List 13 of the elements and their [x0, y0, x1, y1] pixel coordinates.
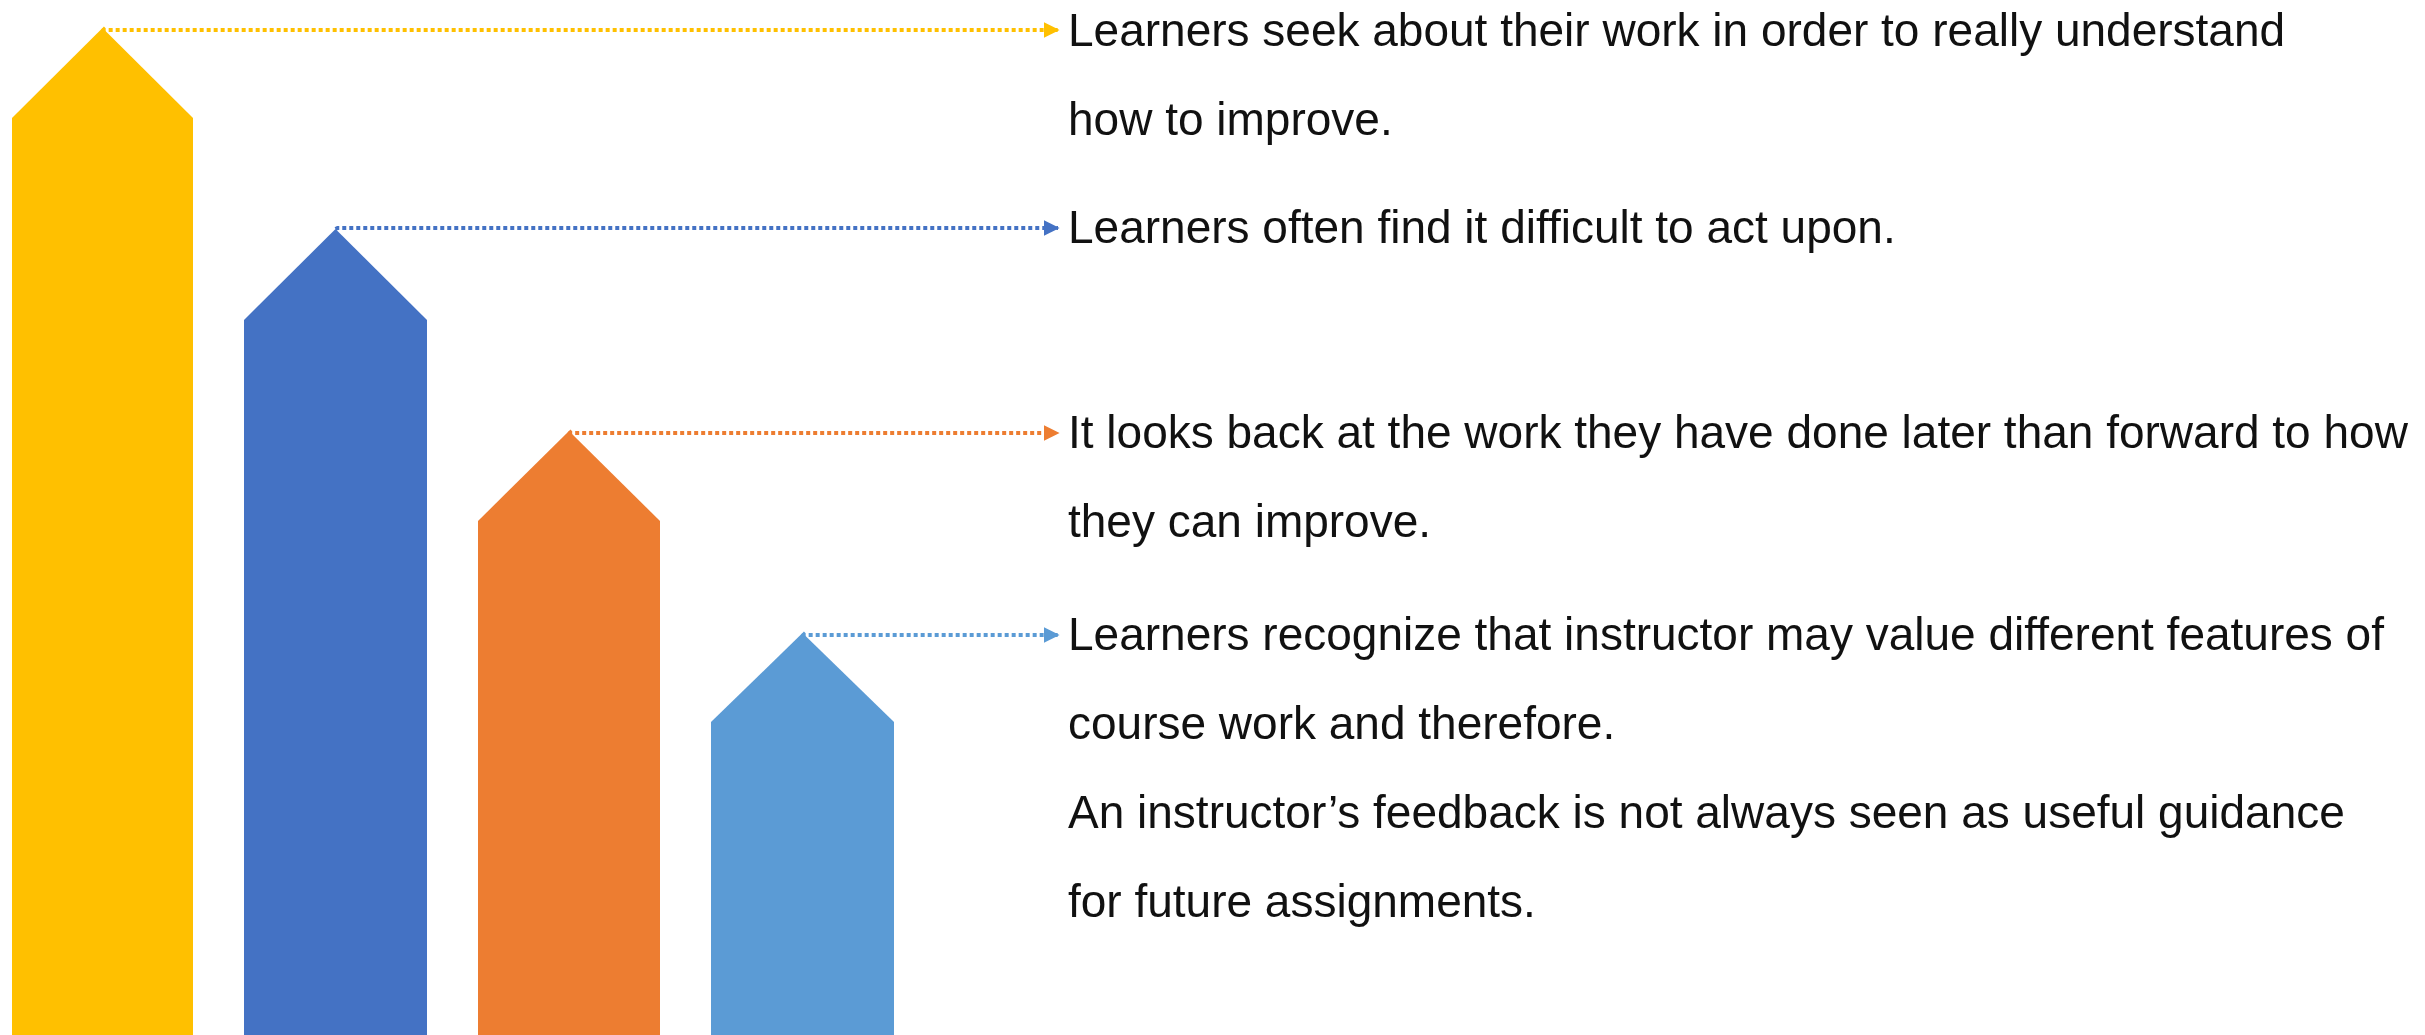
dotted-arrow — [568, 425, 1060, 441]
dotted-arrow — [335, 220, 1060, 236]
upward-arrow-shape — [12, 28, 193, 1035]
note-text: It looks back at the work they have done later than forward to how they can improve. — [1068, 405, 2408, 549]
note-text: Learners recognize that instructor may value different features of course work and therefore. — [1068, 607, 2385, 751]
upward-arrow-shape — [711, 633, 894, 1035]
upward-arrow-shape — [478, 431, 660, 1035]
dotted-arrow — [801, 627, 1060, 643]
dotted-arrow — [102, 22, 1060, 38]
note-text: Learners seek about their work in order to really understand how to improve. — [1068, 3, 2287, 147]
note-text: An instructor’s feedback is not always seen as useful guidance for future assignments. — [1068, 785, 2346, 929]
note-text: Learners often find it difficult to act upon. — [1068, 200, 1897, 255]
upward-arrow-shape — [244, 229, 427, 1035]
